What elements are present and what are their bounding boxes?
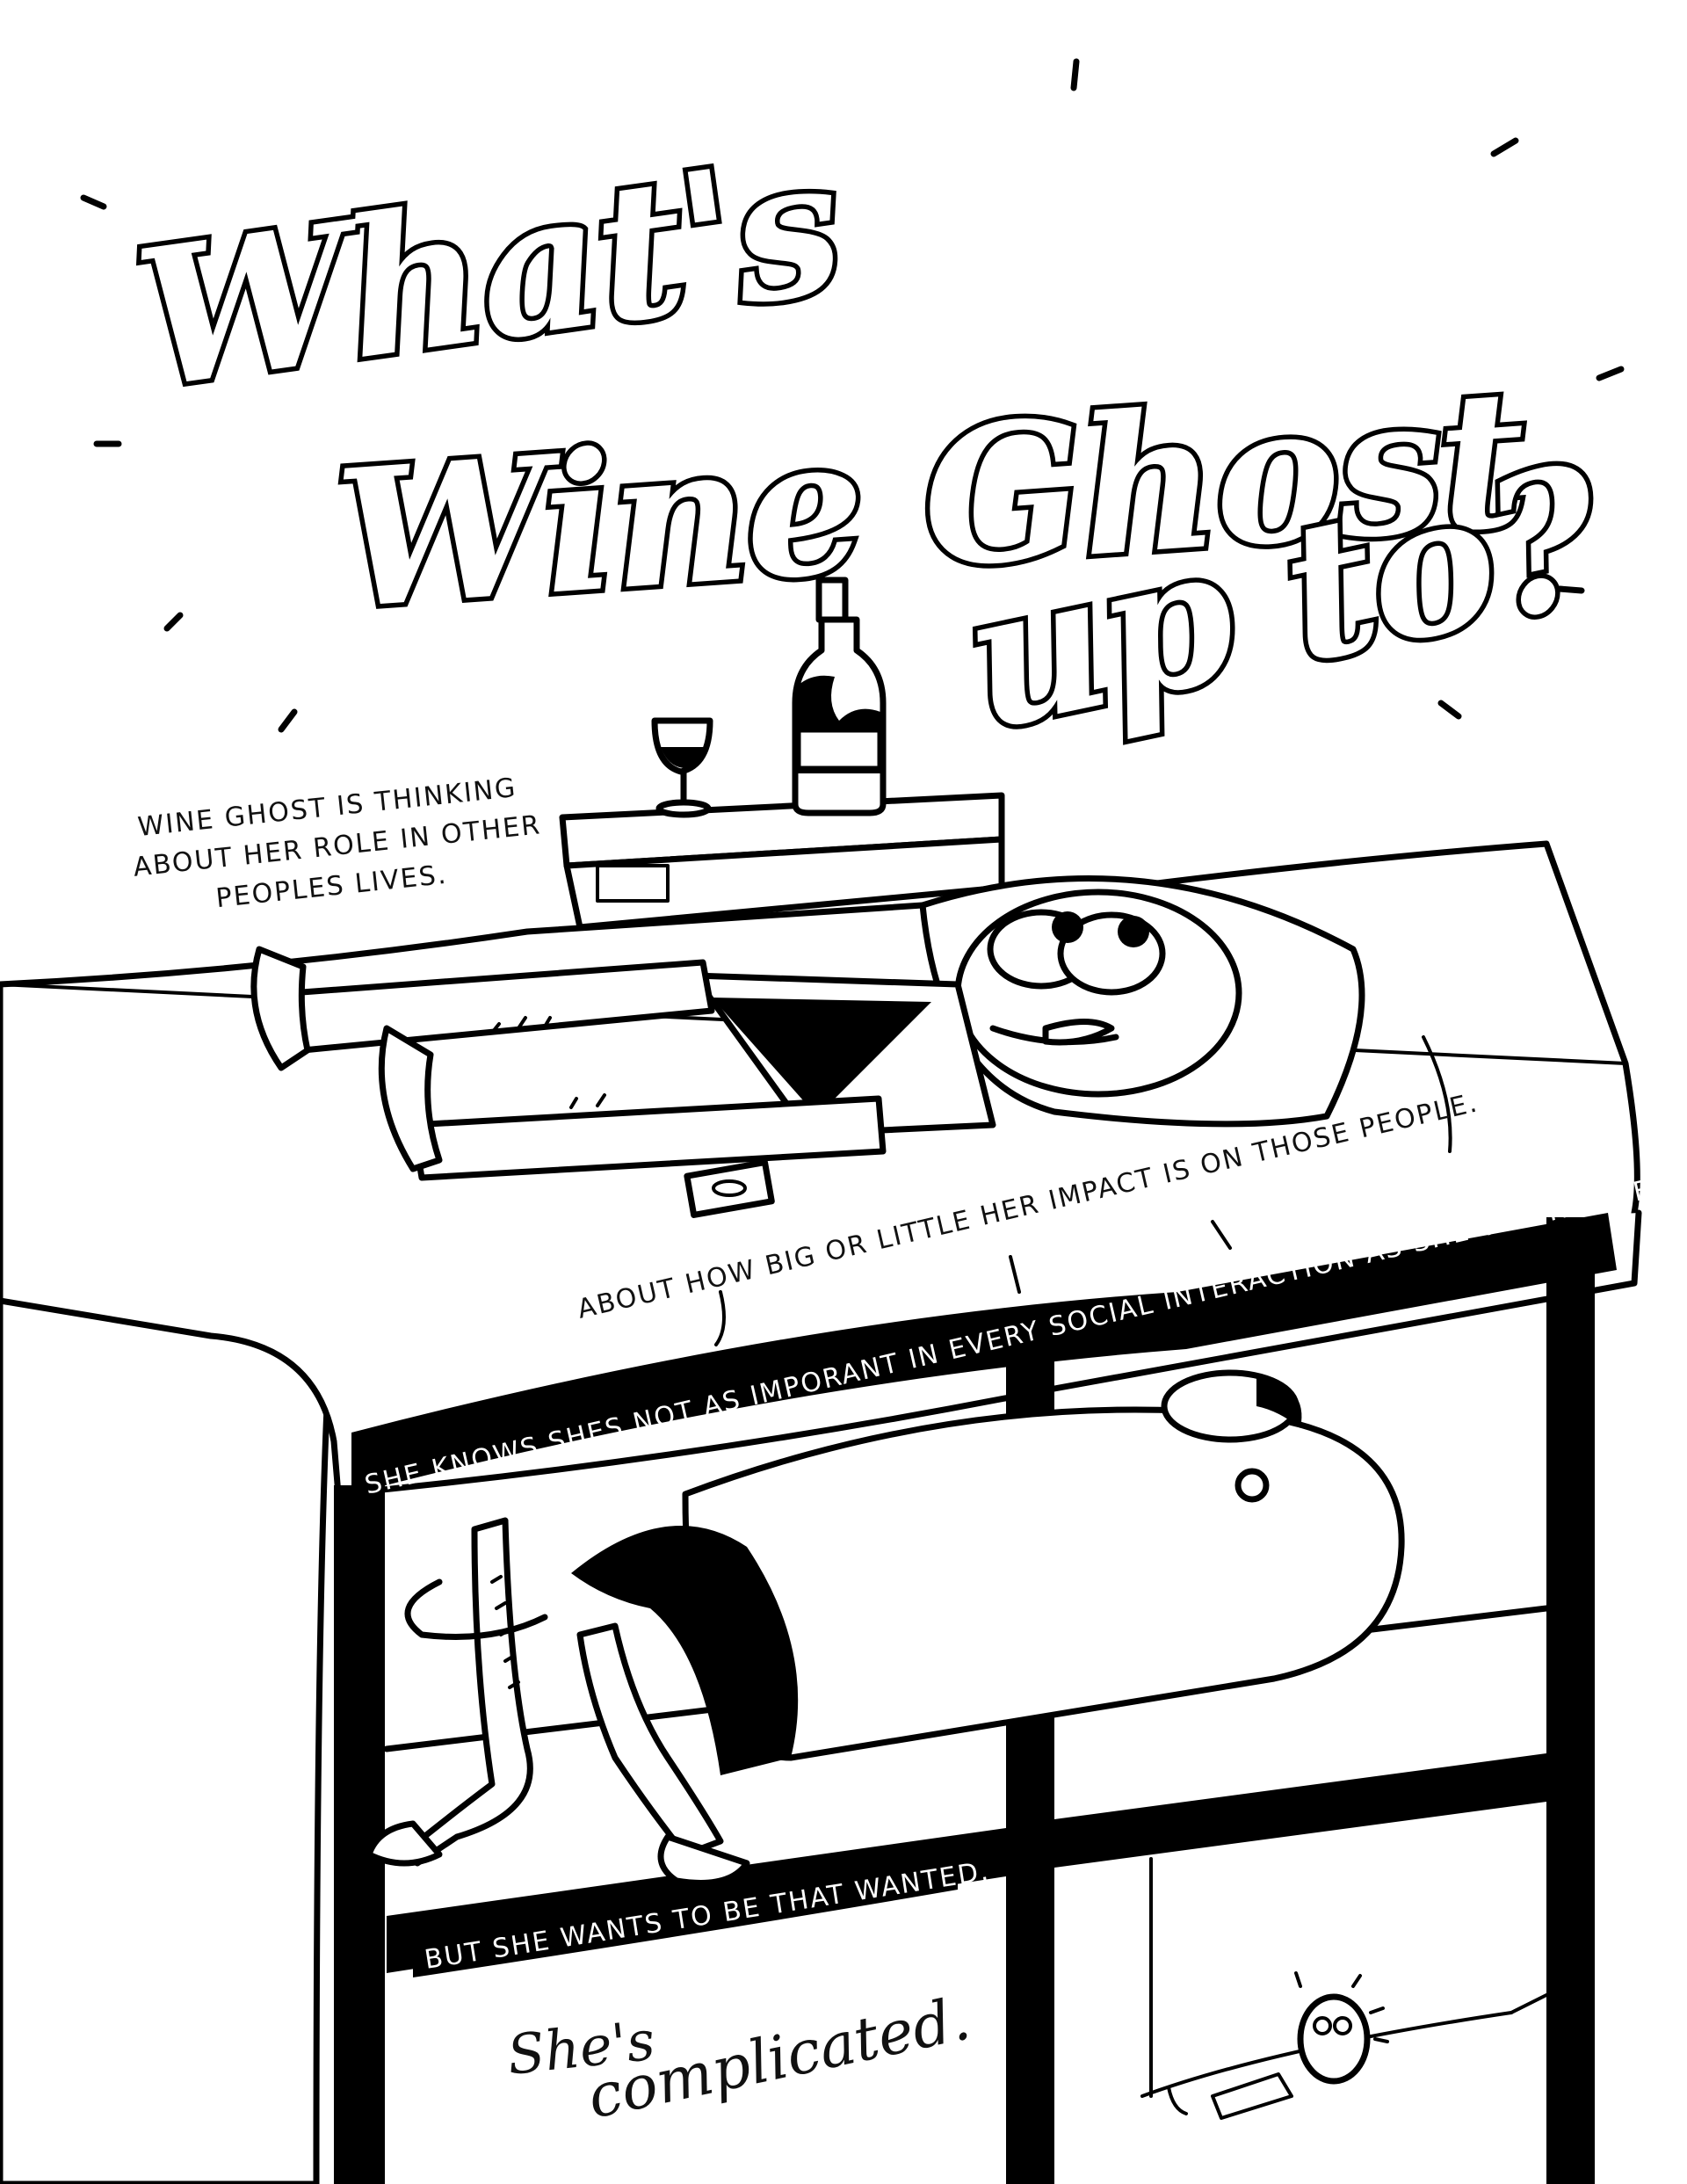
caption-complicated: She's complicated. <box>504 1984 976 2132</box>
wine-ghost-floor <box>1167 1971 1389 2120</box>
wine-ghost-shelf <box>366 1369 1405 1886</box>
wine-glass-icon <box>651 717 713 818</box>
caption-complicated-line-1: She's <box>504 2008 658 2087</box>
caption-thinking: WINE GHOST IS THINKING ABOUT HER ROLE IN… <box>132 773 543 914</box>
wine-bottle-icon <box>792 577 887 816</box>
caption-complicated-line-2: complicated. <box>582 1984 976 2132</box>
phone-icon <box>684 1159 775 1218</box>
wine-ghost-top <box>250 889 1242 1181</box>
title-line-1: What's <box>125 113 851 432</box>
title-burst-dashes <box>80 58 1625 733</box>
